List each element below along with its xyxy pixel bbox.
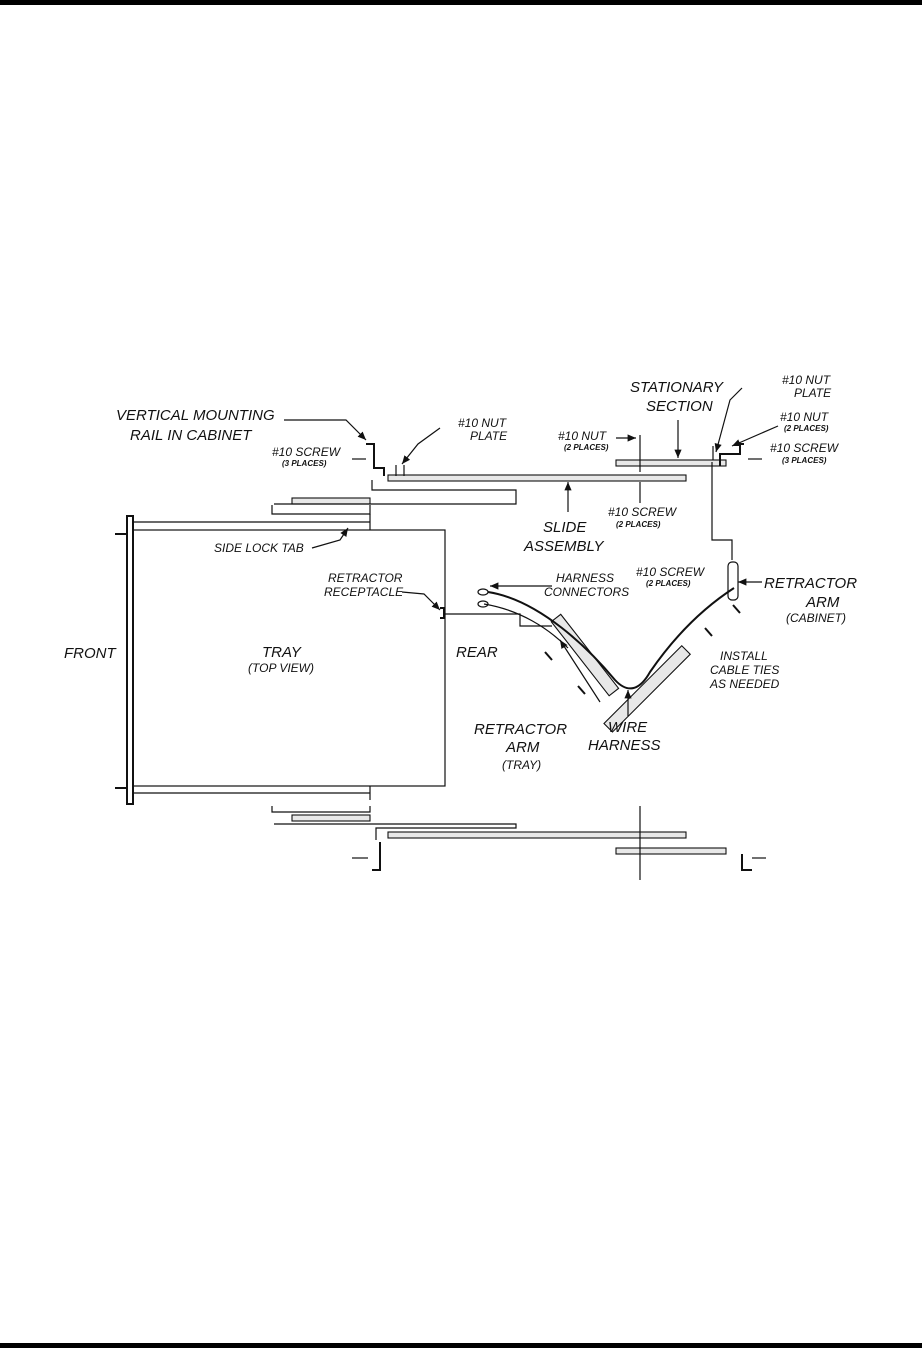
label-harness-connectors-1: HARNESS [556, 571, 614, 585]
label-stationary: STATIONARY [630, 379, 724, 396]
label-screw-mid-places: (2 PLACES) [616, 520, 661, 529]
label-top-view: (TOP VIEW) [248, 661, 314, 675]
label-assembly: ASSEMBLY [523, 538, 604, 555]
label-tray: TRAY [262, 644, 302, 661]
label-install: INSTALL [720, 649, 768, 663]
label-wire: WIRE [608, 719, 648, 736]
label-retractor-cabinet-2: ARM [805, 594, 840, 611]
tray-outline [115, 514, 446, 805]
bottom-rule [0, 1343, 922, 1348]
label-screw-right-places: (3 PLACES) [782, 456, 827, 465]
label-retractor-tray-1: RETRACTOR [474, 721, 567, 738]
label-retractor-receptacle-1: RETRACTOR [328, 571, 403, 585]
label-wire-harness: HARNESS [588, 737, 661, 754]
label-nut-right: #10 NUT [780, 410, 830, 424]
label-nut-plate-top: #10 NUT [782, 373, 832, 387]
label-nut-mid-places: (2 PLACES) [564, 443, 609, 452]
label-as-needed: AS NEEDED [709, 677, 780, 691]
label-section: SECTION [646, 398, 713, 415]
leader-lines [284, 387, 779, 716]
label-cable-ties: CABLE TIES [710, 663, 779, 677]
bottom-slide-assembly [271, 806, 766, 880]
label-rear: REAR [456, 644, 498, 661]
label-screw-mid: #10 SCREW [608, 505, 678, 519]
label-vertical-mounting-2: RAIL IN CABINET [130, 427, 253, 444]
label-nut-mid: #10 NUT [558, 429, 608, 443]
label-vertical-mounting-1: VERTICAL MOUNTING [116, 407, 275, 424]
label-screw-right: #10 SCREW [770, 441, 840, 455]
label-nut-right-places: (2 PLACES) [784, 424, 829, 433]
label-retractor-receptacle-2: RECEPTACLE [324, 585, 404, 599]
top-rule [0, 0, 922, 5]
top-slide-assembly [271, 435, 762, 515]
label-retractor-tray-2: ARM [505, 739, 540, 756]
label-screw-left-places: (3 PLACES) [282, 459, 327, 468]
label-retractor-tray-3: (TRAY) [502, 758, 541, 772]
label-harness-connectors-2: CONNECTORS [544, 585, 629, 599]
label-nut-left: #10 NUT [458, 416, 508, 430]
label-slide: SLIDE [543, 519, 587, 536]
label-side-lock-tab: SIDE LOCK TAB [214, 541, 304, 555]
label-nut-left-plate: PLATE [470, 429, 508, 443]
label-screw-lower-places: (2 PLACES) [646, 579, 691, 588]
label-retractor-cabinet-3: (CABINET) [786, 611, 846, 625]
retractor-assembly [440, 462, 741, 733]
label-screw-left: #10 SCREW [272, 445, 342, 459]
label-screw-lower: #10 SCREW [636, 565, 706, 579]
label-retractor-cabinet-1: RETRACTOR [764, 575, 857, 592]
label-nut-plate-top-plate: PLATE [794, 386, 832, 400]
label-front: FRONT [64, 645, 117, 662]
